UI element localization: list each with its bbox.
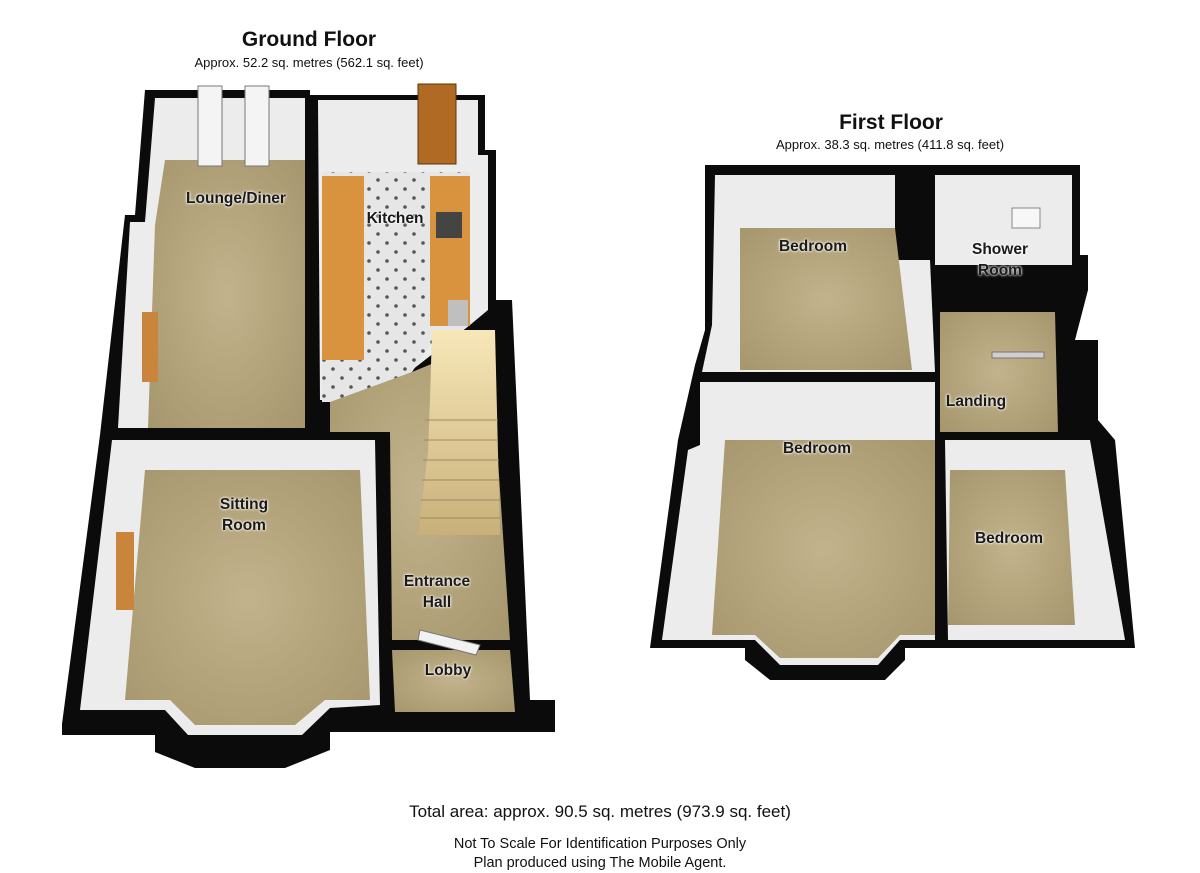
lounge-patio-door-left xyxy=(197,85,223,167)
room-label-entrance-hall-line1: Entrance xyxy=(403,573,471,590)
room-label-bedroom-1: Bedroom xyxy=(778,238,848,255)
kitchen-hob xyxy=(436,212,462,238)
room-label-sitting-room-line2: Room xyxy=(222,517,266,534)
room-label-bedroom-2: Bedroom xyxy=(782,440,852,457)
lounge-diner-floor xyxy=(148,160,305,428)
room-label-kitchen: Kitchen xyxy=(366,210,424,227)
ground-floor-area: Approx. 52.2 sq. metres (562.1 sq. feet) xyxy=(194,55,424,70)
bedroom-2-floor xyxy=(712,440,935,658)
room-label-bedroom-3: Bedroom xyxy=(974,530,1044,547)
lobby-inner-door xyxy=(417,629,481,656)
bedroom-3-floor xyxy=(948,470,1075,625)
staircase xyxy=(418,330,500,535)
lounge-fireplace xyxy=(142,312,158,382)
sitting-room-floor xyxy=(125,470,370,725)
first-floor-area: Approx. 38.3 sq. metres (411.8 sq. feet) xyxy=(775,137,1005,152)
kitchen-worktop-left xyxy=(322,176,364,360)
room-label-lounge-diner: Lounge/Diner xyxy=(186,190,286,207)
lobby-floor xyxy=(392,650,515,712)
kitchen-back-door xyxy=(417,83,457,165)
first-floor-title: First Floor xyxy=(839,111,943,134)
total-area: Total area: approx. 90.5 sq. metres (973… xyxy=(409,802,791,821)
ground-floor-plan xyxy=(62,83,555,768)
shower-basin xyxy=(1011,207,1041,229)
lounge-patio-door-right xyxy=(244,85,270,167)
first-floor-plan xyxy=(650,165,1135,680)
room-label-shower-room-line1: Shower xyxy=(972,241,1028,258)
producer-note: Plan produced using The Mobile Agent. xyxy=(473,855,727,871)
ground-floor-title: Ground Floor xyxy=(241,28,377,51)
bedroom-1-floor xyxy=(740,228,912,370)
room-label-lobby: Lobby xyxy=(424,662,472,679)
landing-floor xyxy=(940,312,1058,432)
kitchen-sink xyxy=(448,300,468,326)
room-label-landing: Landing xyxy=(945,393,1007,410)
landing-bannister xyxy=(991,351,1045,359)
room-label-shower-room-line2: Room xyxy=(978,262,1022,279)
room-label-sitting-room-line1: Sitting xyxy=(219,496,269,513)
room-label-entrance-hall-line2: Hall xyxy=(422,594,452,611)
disclaimer-note: Not To Scale For Identification Purposes… xyxy=(453,836,747,852)
shower-room-wall-face xyxy=(935,175,1072,265)
sitting-room-fireplace xyxy=(116,532,134,610)
